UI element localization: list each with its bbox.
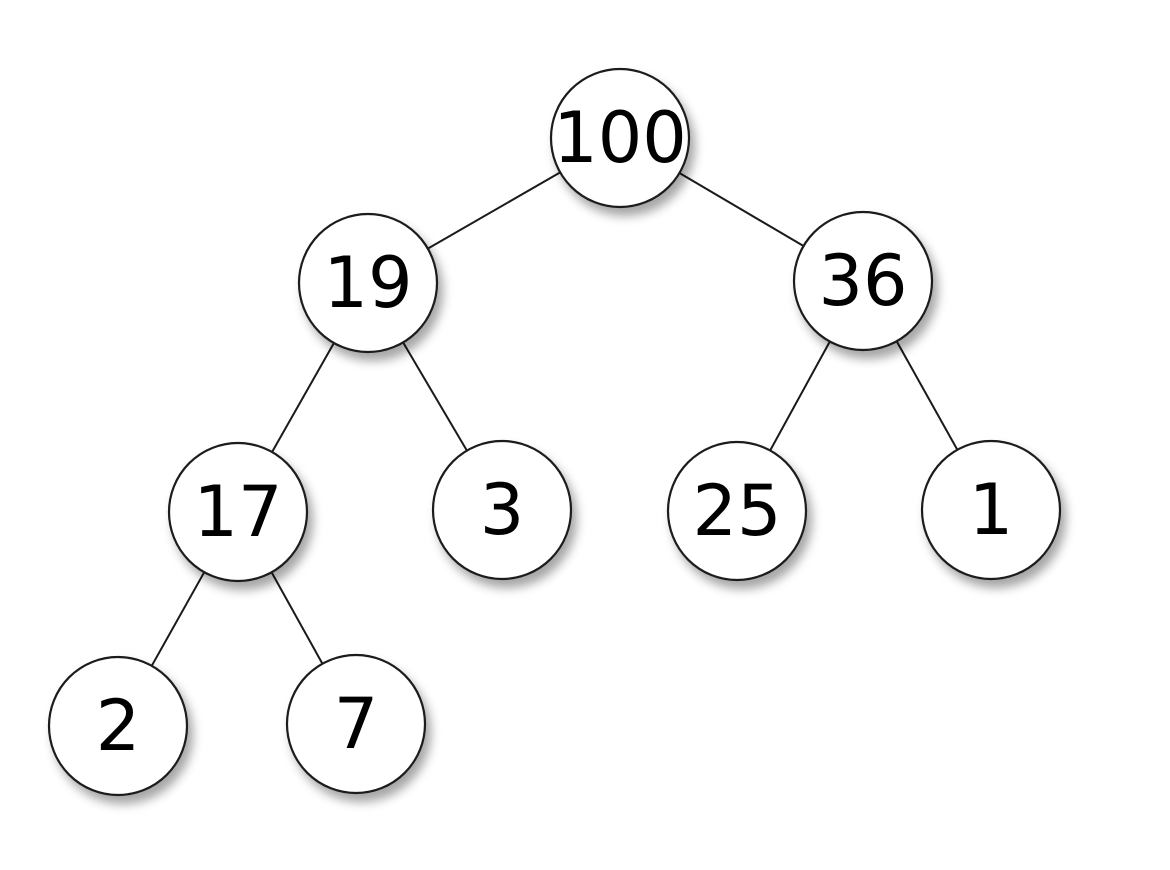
tree-node-36: 36 [792, 210, 934, 352]
tree-nodes: 100 19 36 17 3 25 1 2 7 [47, 67, 1062, 797]
tree-node-17: 17 [167, 441, 309, 583]
tree-edge-19-17 [271, 342, 335, 453]
node-label-7: 7 [334, 683, 379, 765]
tree-edge-17-2 [150, 571, 206, 667]
tree-node-3: 3 [431, 439, 573, 581]
node-label-1: 1 [969, 469, 1014, 551]
tree-edge-100-36 [678, 172, 805, 247]
tree-edges [150, 171, 959, 667]
node-circle-36 [792, 210, 934, 352]
node-circle-7 [285, 653, 427, 795]
tree-node-7: 7 [285, 653, 427, 795]
node-label-25: 25 [692, 470, 781, 552]
tree-edge-17-7 [270, 571, 324, 665]
tree-node-25: 25 [666, 440, 808, 582]
node-label-2: 2 [96, 685, 141, 767]
node-label-3: 3 [480, 469, 525, 551]
tree-edge-100-19 [427, 171, 561, 250]
tree-node-2: 2 [47, 655, 189, 797]
node-label-17: 17 [193, 471, 282, 553]
tree-node-100: 100 [549, 67, 691, 209]
node-circle-19 [297, 212, 439, 354]
node-circle-25 [666, 440, 808, 582]
tree-edge-19-3 [402, 341, 468, 452]
node-circle-100 [549, 67, 691, 209]
node-label-19: 19 [323, 242, 412, 324]
node-label-100: 100 [553, 97, 687, 179]
node-circle-1 [920, 439, 1062, 581]
node-circle-17 [167, 441, 309, 583]
tree-node-1: 1 [920, 439, 1062, 581]
tree-edge-36-25 [769, 341, 831, 451]
node-circle-2 [47, 655, 189, 797]
node-label-36: 36 [818, 240, 907, 322]
tree-node-19: 19 [297, 212, 439, 354]
tree-edge-36-1 [895, 340, 959, 451]
node-circle-3 [431, 439, 573, 581]
